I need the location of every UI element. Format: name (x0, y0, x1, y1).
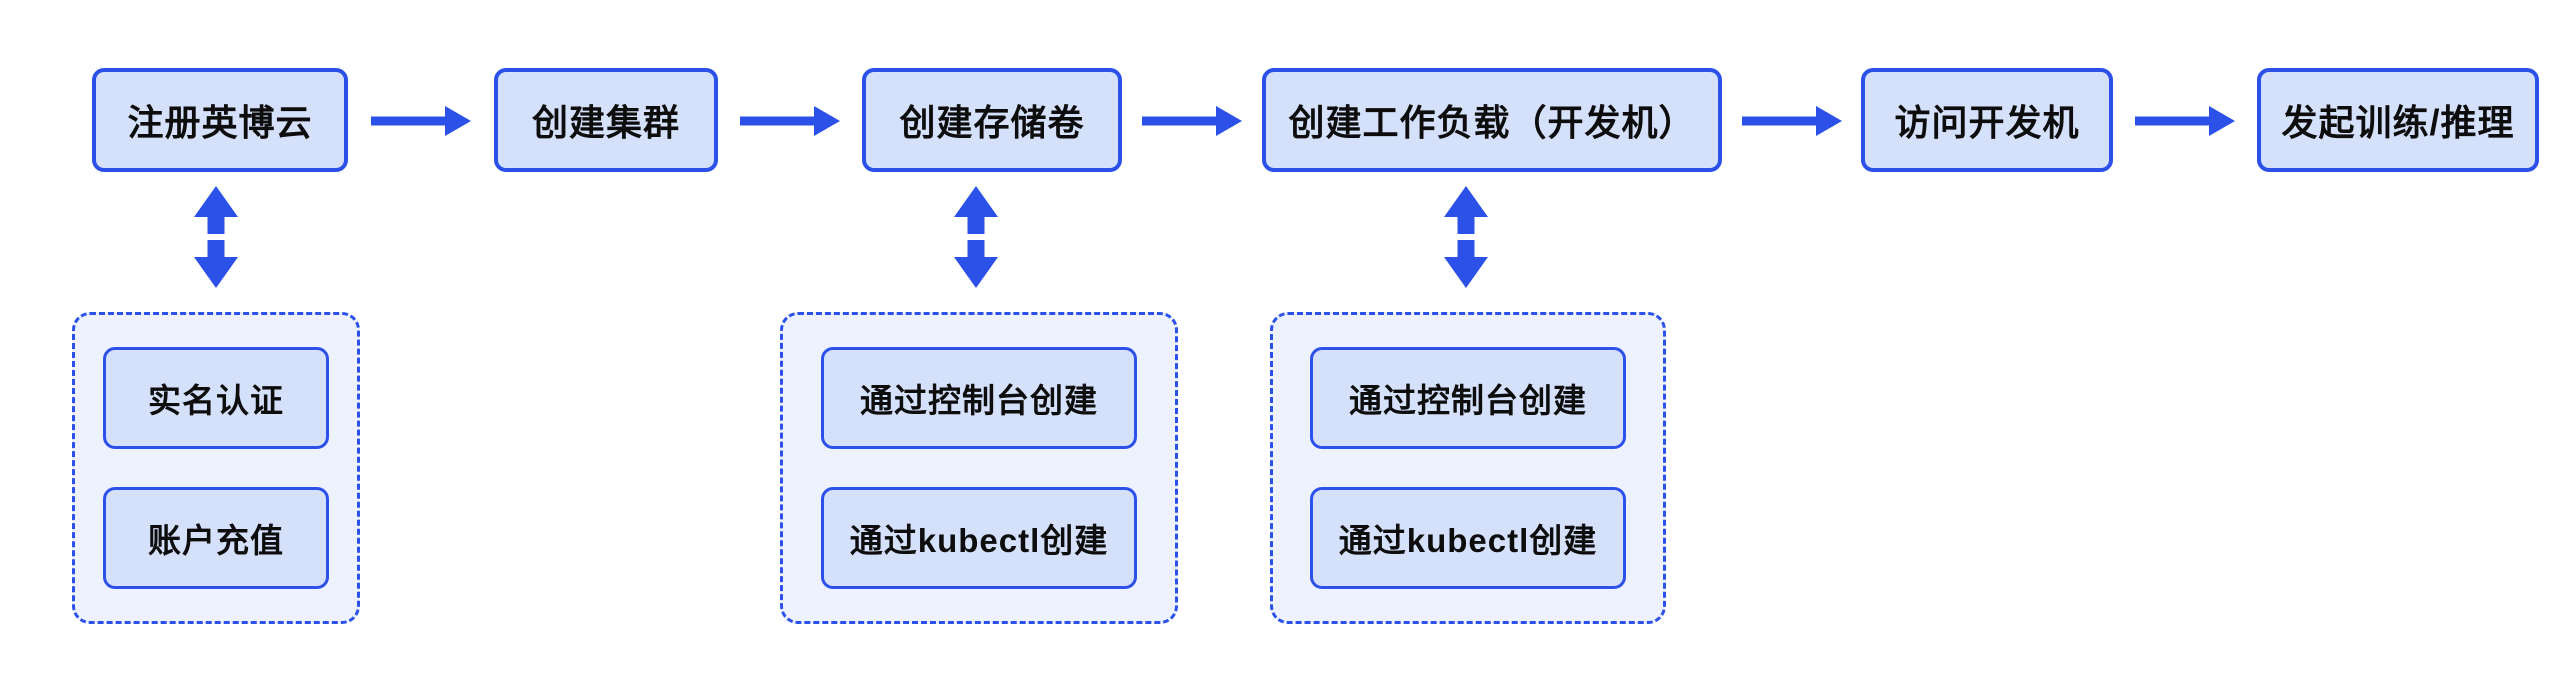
substep-label: 通过kubectl创建 (849, 522, 1109, 559)
arrow-right-icon (371, 106, 471, 136)
step-label: 创建存储卷 (899, 102, 1085, 143)
arrow-right-icon (2135, 106, 2235, 136)
step-label: 访问开发机 (1894, 102, 2080, 143)
double-arrow-vertical-icon (194, 186, 238, 288)
double-arrow-vertical-icon (954, 186, 998, 288)
arrow-right-icon (1142, 106, 1242, 136)
substep-label: 账户充值 (148, 522, 284, 559)
arrow-right-icon (1742, 106, 1842, 136)
substep-label: 通过控制台创建 (1349, 382, 1587, 419)
substep-create-via-kubectl: 通过kubectl创建 (1310, 487, 1626, 589)
step-register-yingbo-cloud: 注册英博云 (92, 68, 348, 172)
step-label: 创建工作负载（开发机） (1288, 102, 1696, 143)
step-create-storage-volume: 创建存储卷 (862, 68, 1122, 172)
substep-account-recharge: 账户充值 (103, 487, 329, 589)
substep-real-name-auth: 实名认证 (103, 347, 329, 449)
substep-label: 通过kubectl创建 (1338, 522, 1598, 559)
substep-create-via-console: 通过控制台创建 (821, 347, 1137, 449)
substep-create-via-kubectl: 通过kubectl创建 (821, 487, 1137, 589)
step-create-workload-devmachine: 创建工作负载（开发机） (1262, 68, 1722, 172)
step-start-training-inference: 发起训练/推理 (2257, 68, 2539, 172)
step-label: 发起训练/推理 (2281, 102, 2515, 143)
substeps-group-workload: 通过控制台创建 通过kubectl创建 (1270, 312, 1666, 624)
step-label: 注册英博云 (127, 102, 313, 143)
double-arrow-vertical-icon (1444, 186, 1488, 288)
substep-label: 通过控制台创建 (860, 382, 1098, 419)
step-create-cluster: 创建集群 (494, 68, 718, 172)
substep-create-via-console: 通过控制台创建 (1310, 347, 1626, 449)
substeps-group-register: 实名认证 账户充值 (72, 312, 360, 624)
arrow-right-icon (740, 106, 840, 136)
substeps-group-storage-volume: 通过控制台创建 通过kubectl创建 (780, 312, 1178, 624)
step-label: 创建集群 (531, 102, 680, 143)
substep-label: 实名认证 (148, 382, 284, 419)
step-access-devmachine: 访问开发机 (1861, 68, 2113, 172)
